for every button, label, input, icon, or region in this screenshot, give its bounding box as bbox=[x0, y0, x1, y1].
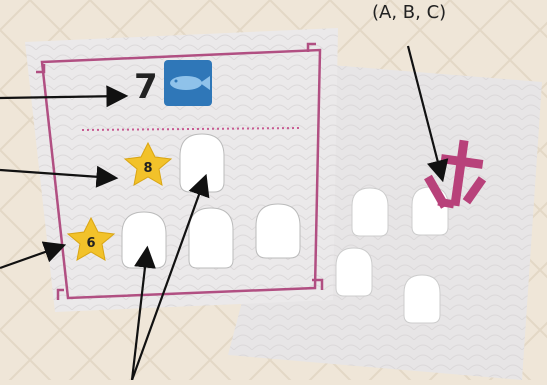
fish-tile bbox=[164, 60, 212, 106]
star-value-8: 8 bbox=[143, 161, 152, 176]
front-card: 8 6 bbox=[25, 28, 338, 312]
options-label: (A, B, C) bbox=[372, 2, 446, 23]
card-number: 7 bbox=[134, 67, 158, 107]
star-value-6: 6 bbox=[86, 236, 95, 251]
